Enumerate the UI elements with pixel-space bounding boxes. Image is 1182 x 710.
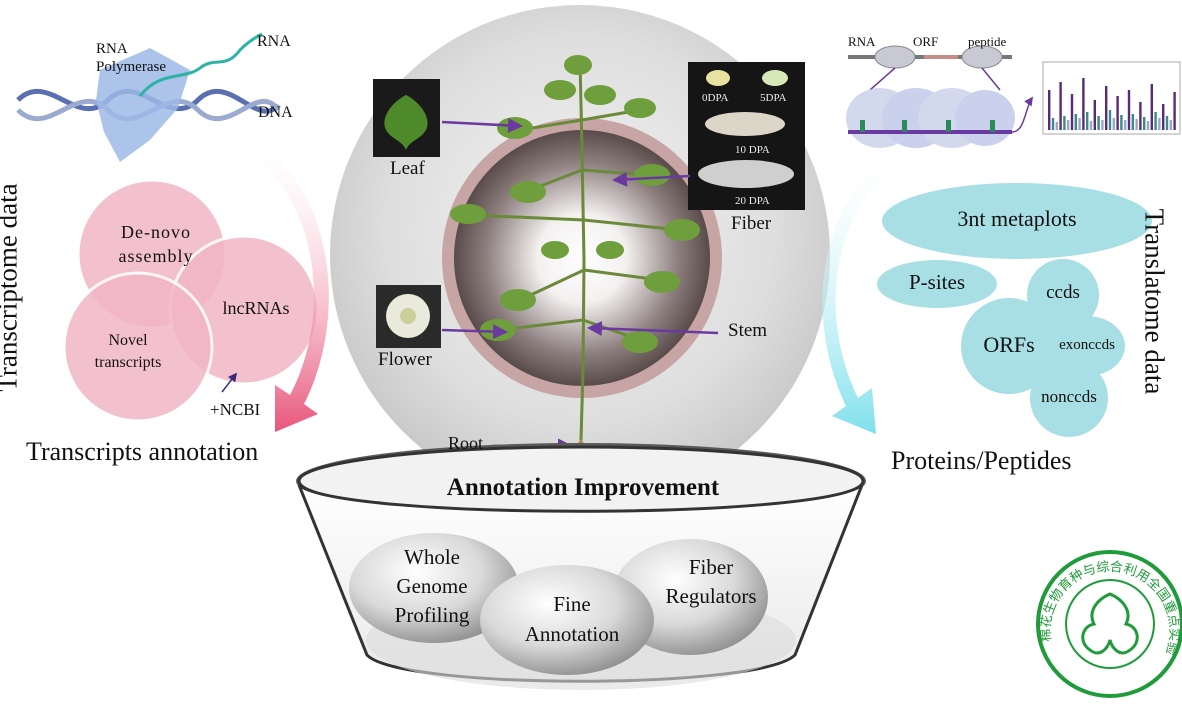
venn-novel-circle	[62, 271, 214, 423]
ncbi-pointer-arrow	[221, 372, 238, 393]
transcripts-annotation-label: Transcripts annotation	[26, 437, 259, 466]
transcriptome-flow-arrow	[258, 148, 329, 432]
metaplot-bar	[1162, 104, 1165, 130]
seal-cotton-logo	[1081, 592, 1139, 655]
leaf-label: Leaf	[390, 158, 425, 179]
metaplot-bar	[1105, 86, 1108, 130]
fiber-5dpa-label: 5DPA	[760, 92, 787, 104]
metaplot-bar	[1082, 78, 1085, 130]
metaplot-bar	[1093, 100, 1096, 130]
fiber-20dpa-label: 20 DPA	[735, 195, 770, 207]
egg-fine-annotation-label: Fine Annotation	[524, 592, 620, 646]
metaplot-bar	[1169, 120, 1172, 130]
translatome-side-label: Translatome data	[1139, 208, 1170, 395]
stem-label: Stem	[728, 320, 768, 341]
metaplot-bar	[1089, 121, 1093, 130]
metaplot-bar	[1086, 112, 1089, 130]
metaplot-bar	[1101, 120, 1104, 130]
root-label: Root	[448, 433, 484, 453]
ribo-peptide-label: peptide	[968, 34, 1007, 49]
egg-whole-genome	[349, 533, 519, 643]
ncbi-label: +NCBI	[210, 400, 261, 419]
bubble-cds	[1027, 259, 1099, 331]
cotton-plant-illustration	[469, 59, 681, 441]
transcriptome-side-label: Transcriptome data	[0, 183, 23, 392]
leaf-shape	[384, 95, 428, 150]
metaplot-bar	[1063, 116, 1066, 130]
ribosome-footprints	[846, 88, 1015, 148]
egg-fine-annotation	[480, 565, 654, 675]
to-metaplot-arrow	[1011, 96, 1034, 133]
flower-label: Flower	[378, 349, 432, 370]
fiber-0dpa	[706, 70, 730, 86]
metaplot-bar	[1143, 117, 1146, 130]
metaplot-bar	[1078, 118, 1081, 130]
metaplot-bar	[1135, 119, 1138, 130]
bubble-metaplots	[882, 183, 1152, 259]
fiber-5dpa	[762, 70, 788, 86]
fiber-label: Fiber	[731, 213, 772, 234]
translatome-flow-arrow	[822, 158, 892, 434]
metaplot-bar	[1070, 94, 1074, 130]
bubble-noncds-label: nonccds	[1041, 387, 1097, 406]
fiber-pointer-arrow	[612, 171, 691, 187]
metaplot-bar	[1097, 116, 1100, 130]
fiber-0dpa-label: 0DPA	[702, 92, 729, 104]
rna-label-left: RNA	[257, 33, 291, 50]
ribosome-left-icon	[874, 45, 916, 69]
bubble-psites-label: P-sites	[908, 270, 966, 294]
egg-whole-genome-label: Whole Genome Profiling	[394, 545, 470, 627]
metaplot-bar	[1139, 102, 1142, 130]
egg-fiber-regulators-label: Fiber Regulators	[665, 555, 757, 608]
metaplot-bar	[1055, 122, 1058, 130]
bubble-exoncds-label: exonccds	[1059, 337, 1115, 353]
rna-polymerase-label: RNA Polymerase	[96, 41, 166, 75]
ribo-rna-label: RNA	[848, 34, 876, 49]
fiber-20dpa	[698, 160, 794, 188]
bubble-psites	[877, 260, 997, 308]
metaplot-bar	[1120, 115, 1123, 130]
bubble-orfs	[961, 298, 1057, 394]
annotation-improvement-title: Annotation Improvement	[446, 474, 720, 501]
bubble-cds-label: ccds	[1046, 282, 1080, 303]
fiber-10dpa	[705, 112, 785, 136]
metaplot-bar	[1173, 92, 1176, 130]
venn-denovo-label: De-novo assembly	[118, 222, 194, 266]
metaplot-chart	[1042, 61, 1181, 135]
stem-pointer-arrow	[587, 320, 719, 336]
metaplot-bar	[1124, 120, 1127, 130]
leaf-pointer-arrow	[441, 117, 523, 133]
fiber-10dpa-label: 10 DPA	[735, 144, 770, 156]
flower-pointer-arrow	[441, 324, 508, 340]
metaplot-bar	[1059, 82, 1062, 130]
venn-lncrnas-label: lncRNAs	[222, 298, 290, 318]
metaplot-bar	[1158, 118, 1161, 130]
metaplot-bar	[1127, 90, 1131, 130]
bubble-orfs-label: ORFs	[983, 332, 1035, 357]
metaplot-bar	[1067, 120, 1070, 130]
metaplot-bar	[1131, 114, 1134, 130]
metaplot-bar	[1146, 121, 1150, 130]
venn-novel-label: Novel transcripts	[94, 332, 162, 371]
bubble-metaplots-label: 3nt metaplots	[957, 206, 1077, 231]
proteins-peptides-label: Proteins/Peptides	[891, 446, 1072, 475]
metaplot-bars	[1048, 78, 1176, 130]
metaplot-bar	[1116, 96, 1119, 130]
metaplot-bar	[1150, 84, 1153, 130]
metaplot-bar	[1112, 118, 1115, 130]
metaplot-bar	[1154, 112, 1157, 130]
lab-seal	[1036, 550, 1182, 698]
bubble-noncds	[1030, 359, 1108, 437]
ribo-orf-label: ORF	[913, 34, 939, 49]
metaplot-bar	[1108, 110, 1112, 130]
rna-polymerase-icon	[96, 48, 190, 162]
metaplot-bar	[1051, 118, 1055, 130]
metaplot-bar	[1165, 116, 1169, 130]
rna-strand-icon	[138, 32, 263, 97]
metaplot-bar	[1048, 90, 1051, 130]
dna-label: DNA	[258, 104, 293, 121]
metaplot-bar	[1074, 114, 1077, 130]
